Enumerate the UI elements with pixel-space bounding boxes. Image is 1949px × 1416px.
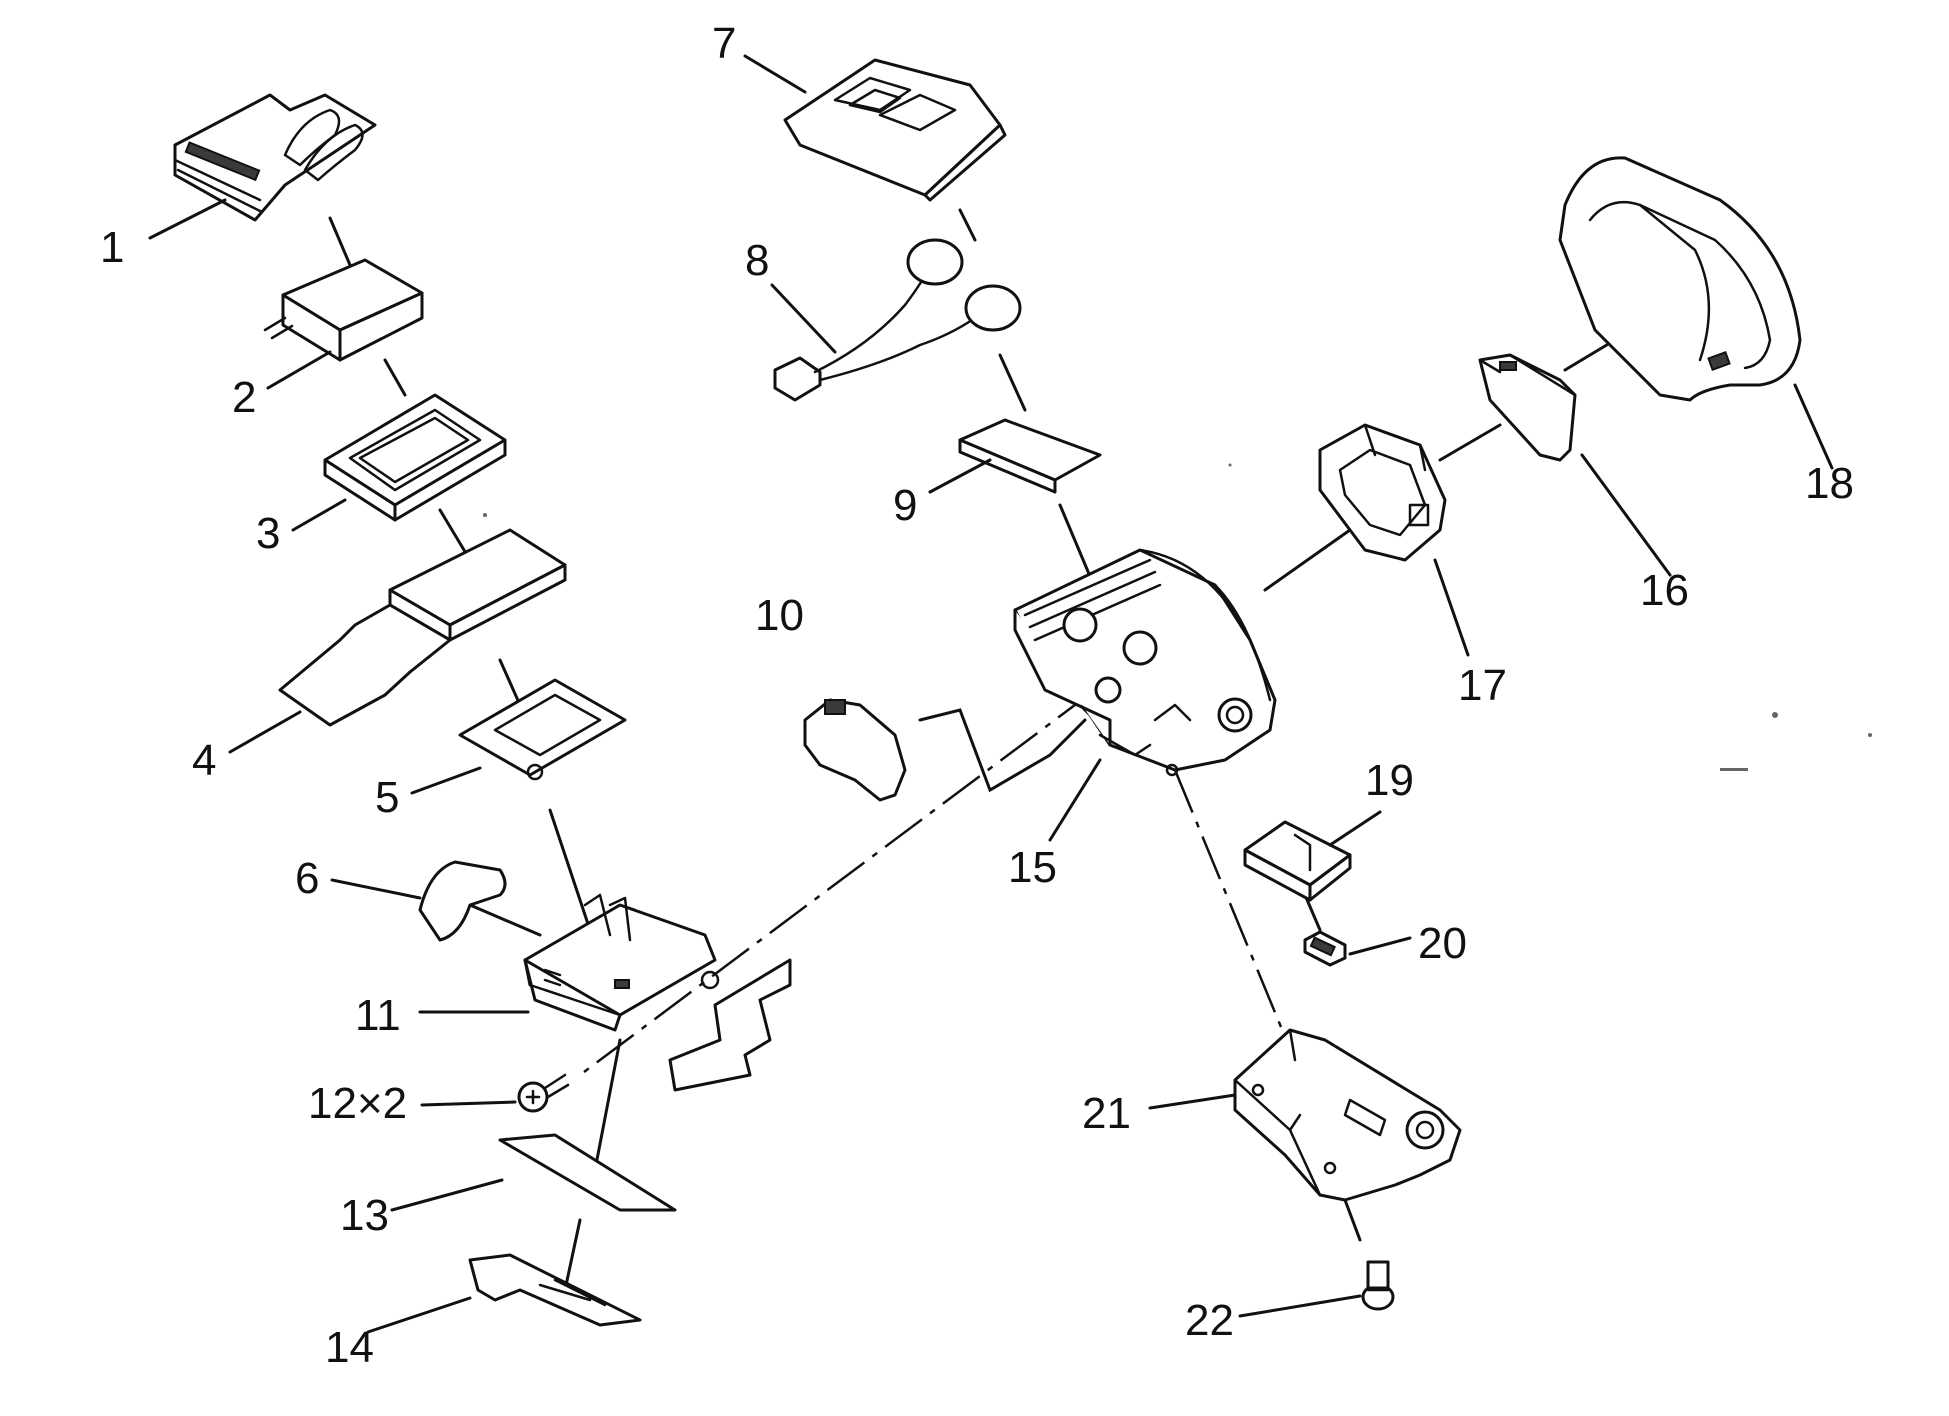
callout-18: 18: [1805, 459, 1854, 508]
callout-labels: 1 2 3 4 5 6 7 8 9 10 11 12×2 13 14 15 16…: [100, 19, 1854, 1372]
callout-4: 4: [192, 736, 216, 785]
part-12-screw: [517, 1073, 570, 1113]
part-16-lens-cover: [1478, 353, 1577, 462]
part-4-lcd-panel: [278, 528, 567, 727]
callout-1: 1: [100, 223, 124, 272]
part-2-module: [263, 258, 424, 362]
part-8-wire-harness: [773, 238, 1022, 402]
callout-8: 8: [745, 236, 769, 285]
part-11-lower-housing: [523, 893, 792, 1092]
callout-19: 19: [1365, 756, 1414, 805]
callout-21: 21: [1082, 1089, 1131, 1138]
part-15-main-chassis: [1013, 548, 1277, 777]
scan-specks: [483, 463, 1872, 771]
callout-leaders: [148, 54, 1834, 1334]
part-17-bezel-ring: [1318, 423, 1447, 562]
callout-3: 3: [256, 509, 280, 558]
part-19-bracket: [1243, 820, 1352, 902]
part-21-mounting-bracket: [1233, 1028, 1462, 1202]
part-13-plate: [498, 1133, 677, 1212]
part-20-small-block: [1303, 930, 1347, 967]
callout-13: 13: [340, 1191, 389, 1240]
callout-15: 15: [1008, 843, 1057, 892]
part-14-plate-tab: [468, 1253, 642, 1327]
part-3-frame: [323, 393, 507, 522]
part-18-eyecup: [1558, 156, 1802, 402]
callout-12x2: 12×2: [308, 1079, 407, 1128]
callout-20: 20: [1418, 919, 1467, 968]
callout-11: 11: [355, 991, 401, 1040]
part-10-clip: [803, 698, 907, 802]
callout-16: 16: [1640, 566, 1689, 615]
part-6-sheet: [418, 860, 507, 942]
callout-5: 5: [375, 773, 399, 822]
callout-9: 9: [893, 481, 917, 530]
callout-22: 22: [1185, 1296, 1234, 1345]
callout-7: 7: [712, 19, 736, 68]
part-9-pad: [958, 418, 1102, 494]
callout-14: 14: [325, 1323, 374, 1372]
callout-10: 10: [755, 591, 804, 640]
part-7-top-cover: [783, 58, 1007, 202]
part-5-gasket: [458, 678, 627, 781]
callout-2: 2: [232, 373, 256, 422]
part-22-screw: [1361, 1260, 1395, 1311]
part-1-connector-block: [173, 93, 377, 222]
callout-17: 17: [1458, 661, 1507, 710]
callout-6: 6: [295, 854, 319, 903]
